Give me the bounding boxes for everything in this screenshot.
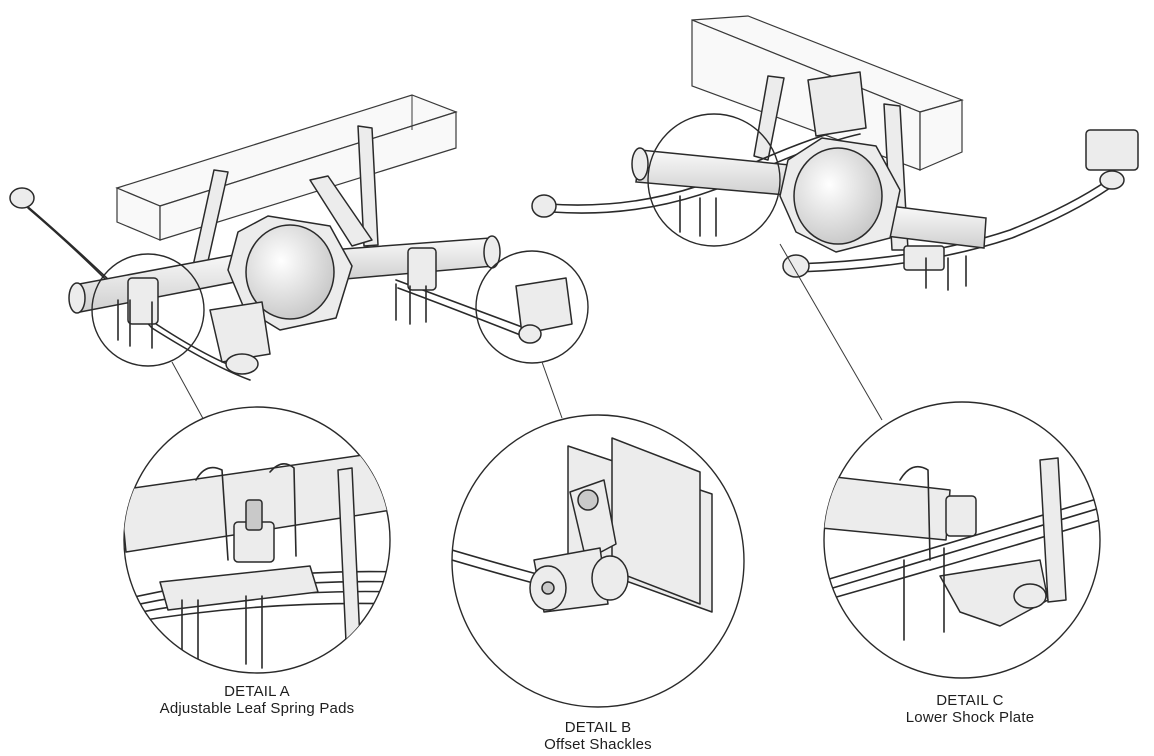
right-differential: [779, 137, 901, 253]
left-u-bolts: [117, 283, 427, 349]
detail-c-view: [823, 401, 1101, 679]
right-spring-eye-front: [531, 194, 557, 218]
left-axle-assembly: [9, 94, 589, 381]
detail-b-view: [451, 414, 745, 708]
leader-lines: [171, 243, 883, 425]
left-shock-absorbers: [192, 125, 379, 271]
right-spring-eye-rear: [782, 254, 810, 278]
detail-c-caption: Lower Shock Plate: [905, 709, 1035, 726]
detail-b-label: DETAIL B Offset Shackles: [488, 719, 708, 753]
detail-a-adjuster-bolt: [245, 499, 263, 531]
detail-c-shock-plate: [939, 559, 1049, 627]
left-spring-brackets: [127, 247, 573, 375]
detail-a-label: DETAIL A Adjustable Leaf Spring Pads: [112, 683, 402, 717]
detail-c-lens: [647, 113, 781, 247]
detail-c-axle-tube: [824, 475, 951, 541]
detail-b-upper-bolt: [577, 489, 599, 511]
detail-b-lens: [475, 250, 589, 364]
left-differential: [227, 215, 353, 331]
detail-a-title: DETAIL A: [224, 683, 290, 700]
left-spring-eye-front: [9, 187, 35, 209]
detail-a-spring-pad: [159, 565, 319, 611]
detail-a-caption: Adjustable Leaf Spring Pads: [159, 700, 355, 717]
detail-c-shock-body: [1039, 457, 1067, 603]
right-frame-crossmember: [691, 15, 964, 171]
detail-a-view: [123, 406, 391, 674]
detail-c-title: DETAIL C: [936, 692, 1004, 709]
right-axle-assembly: [531, 15, 1139, 291]
right-u-bolts: [679, 195, 967, 291]
detail-c-label: DETAIL C Lower Shock Plate: [860, 692, 1080, 726]
detail-b-title: DETAIL B: [564, 719, 632, 736]
detail-c-spring-bracket: [945, 495, 977, 537]
detail-b-caption: Offset Shackles: [544, 736, 652, 753]
right-spring-brackets: [807, 71, 1139, 271]
detail-a-lens: [91, 253, 205, 367]
detail-c-shock-mount: [1013, 583, 1047, 609]
left-frame-crossmember: [115, 94, 458, 241]
